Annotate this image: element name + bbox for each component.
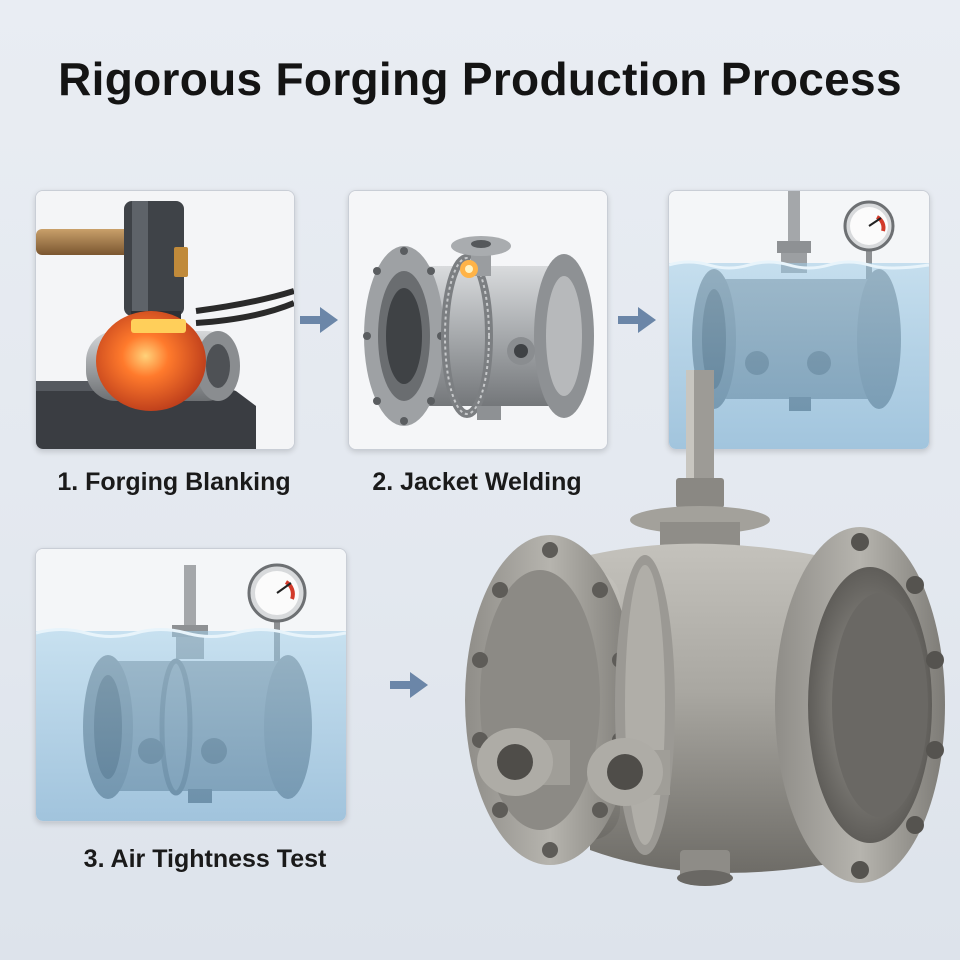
- air-tightness-illustration: [36, 549, 346, 821]
- arrow-right-icon: [618, 305, 658, 335]
- welding-illustration: [349, 191, 607, 449]
- page-title: Rigorous Forging Production Process: [58, 53, 902, 105]
- arrow-right-icon: [390, 670, 430, 700]
- final-product-valve: [440, 360, 960, 920]
- forging-illustration: [36, 191, 294, 449]
- step-card-forging: [35, 190, 295, 450]
- step-label-3: 3. Air Tightness Test: [83, 845, 327, 873]
- arrow-right-icon: [300, 305, 340, 335]
- step-card-air-tightness: [35, 548, 347, 822]
- jacketed-ball-valve-illustration: [465, 370, 945, 886]
- step-card-welding: [348, 190, 608, 450]
- step-label-2: 2. Jacket Welding: [372, 468, 582, 496]
- step-label-1: 1. Forging Blanking: [57, 468, 291, 496]
